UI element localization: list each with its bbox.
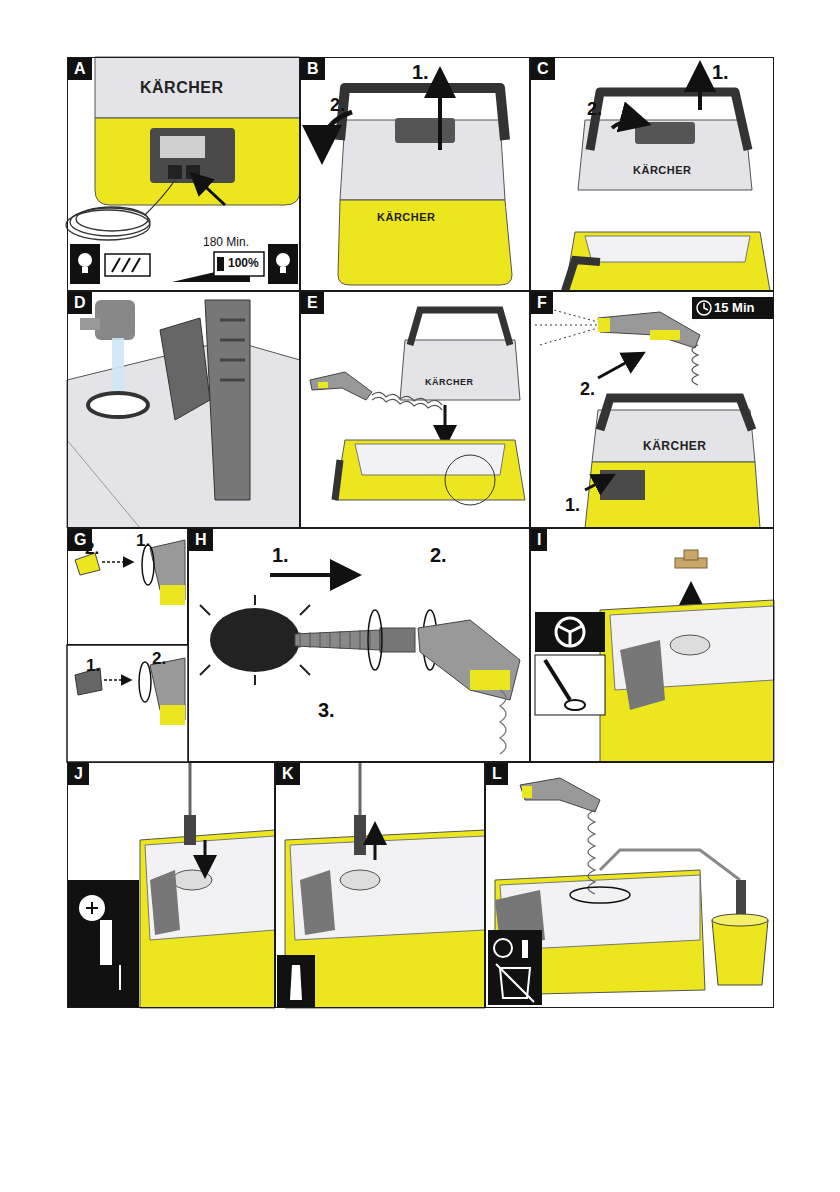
panel-letter: L xyxy=(486,763,508,785)
step-number: 2. xyxy=(152,650,166,667)
brand-logo: KÄRCHER xyxy=(633,165,692,176)
brand-logo: KÄRCHER xyxy=(140,80,224,96)
step-panel: K xyxy=(275,762,485,1008)
step-number: 1. xyxy=(565,496,580,514)
panel-letter: C xyxy=(531,58,555,80)
step-panel: E xyxy=(300,291,530,528)
panel-letter: B xyxy=(301,58,325,80)
step-number: 2. xyxy=(430,545,447,565)
step-number: 1. xyxy=(712,62,729,82)
step-panel: F xyxy=(530,291,774,528)
panel-letter: H xyxy=(189,529,213,551)
step-number: 3. xyxy=(318,700,335,720)
brand-logo: KÄRCHER xyxy=(377,212,436,223)
panel-letter: F xyxy=(531,292,553,314)
step-panel: B xyxy=(300,57,530,291)
step-number: 2. xyxy=(330,96,345,114)
panel-letter: J xyxy=(68,763,89,785)
step-panel: I xyxy=(530,528,774,762)
charge-level: 100% xyxy=(228,257,259,269)
panel-letter: I xyxy=(531,529,547,551)
step-number: 1. xyxy=(136,532,150,549)
brand-logo: KÄRCHER xyxy=(425,378,474,387)
time-label: 15 Min xyxy=(714,301,754,314)
panel-letter: A xyxy=(68,58,92,80)
step-panel: L xyxy=(485,762,774,1008)
step-number: 1. xyxy=(86,657,100,674)
step-number: 2. xyxy=(85,540,99,557)
step-number: 1. xyxy=(412,62,429,82)
step-panel: J xyxy=(67,762,275,1008)
step-number: 2. xyxy=(580,380,595,398)
panel-letter: D xyxy=(68,292,92,314)
panel-letter: E xyxy=(301,292,324,314)
brand-logo: KÄRCHER xyxy=(643,440,707,452)
runtime-label: 180 Min. xyxy=(203,236,249,248)
step-number: 1. xyxy=(272,545,289,565)
panel-letter: K xyxy=(276,763,300,785)
step-number: 2. xyxy=(587,100,602,118)
step-panel: D xyxy=(67,291,300,528)
step-panel: H xyxy=(188,528,530,762)
